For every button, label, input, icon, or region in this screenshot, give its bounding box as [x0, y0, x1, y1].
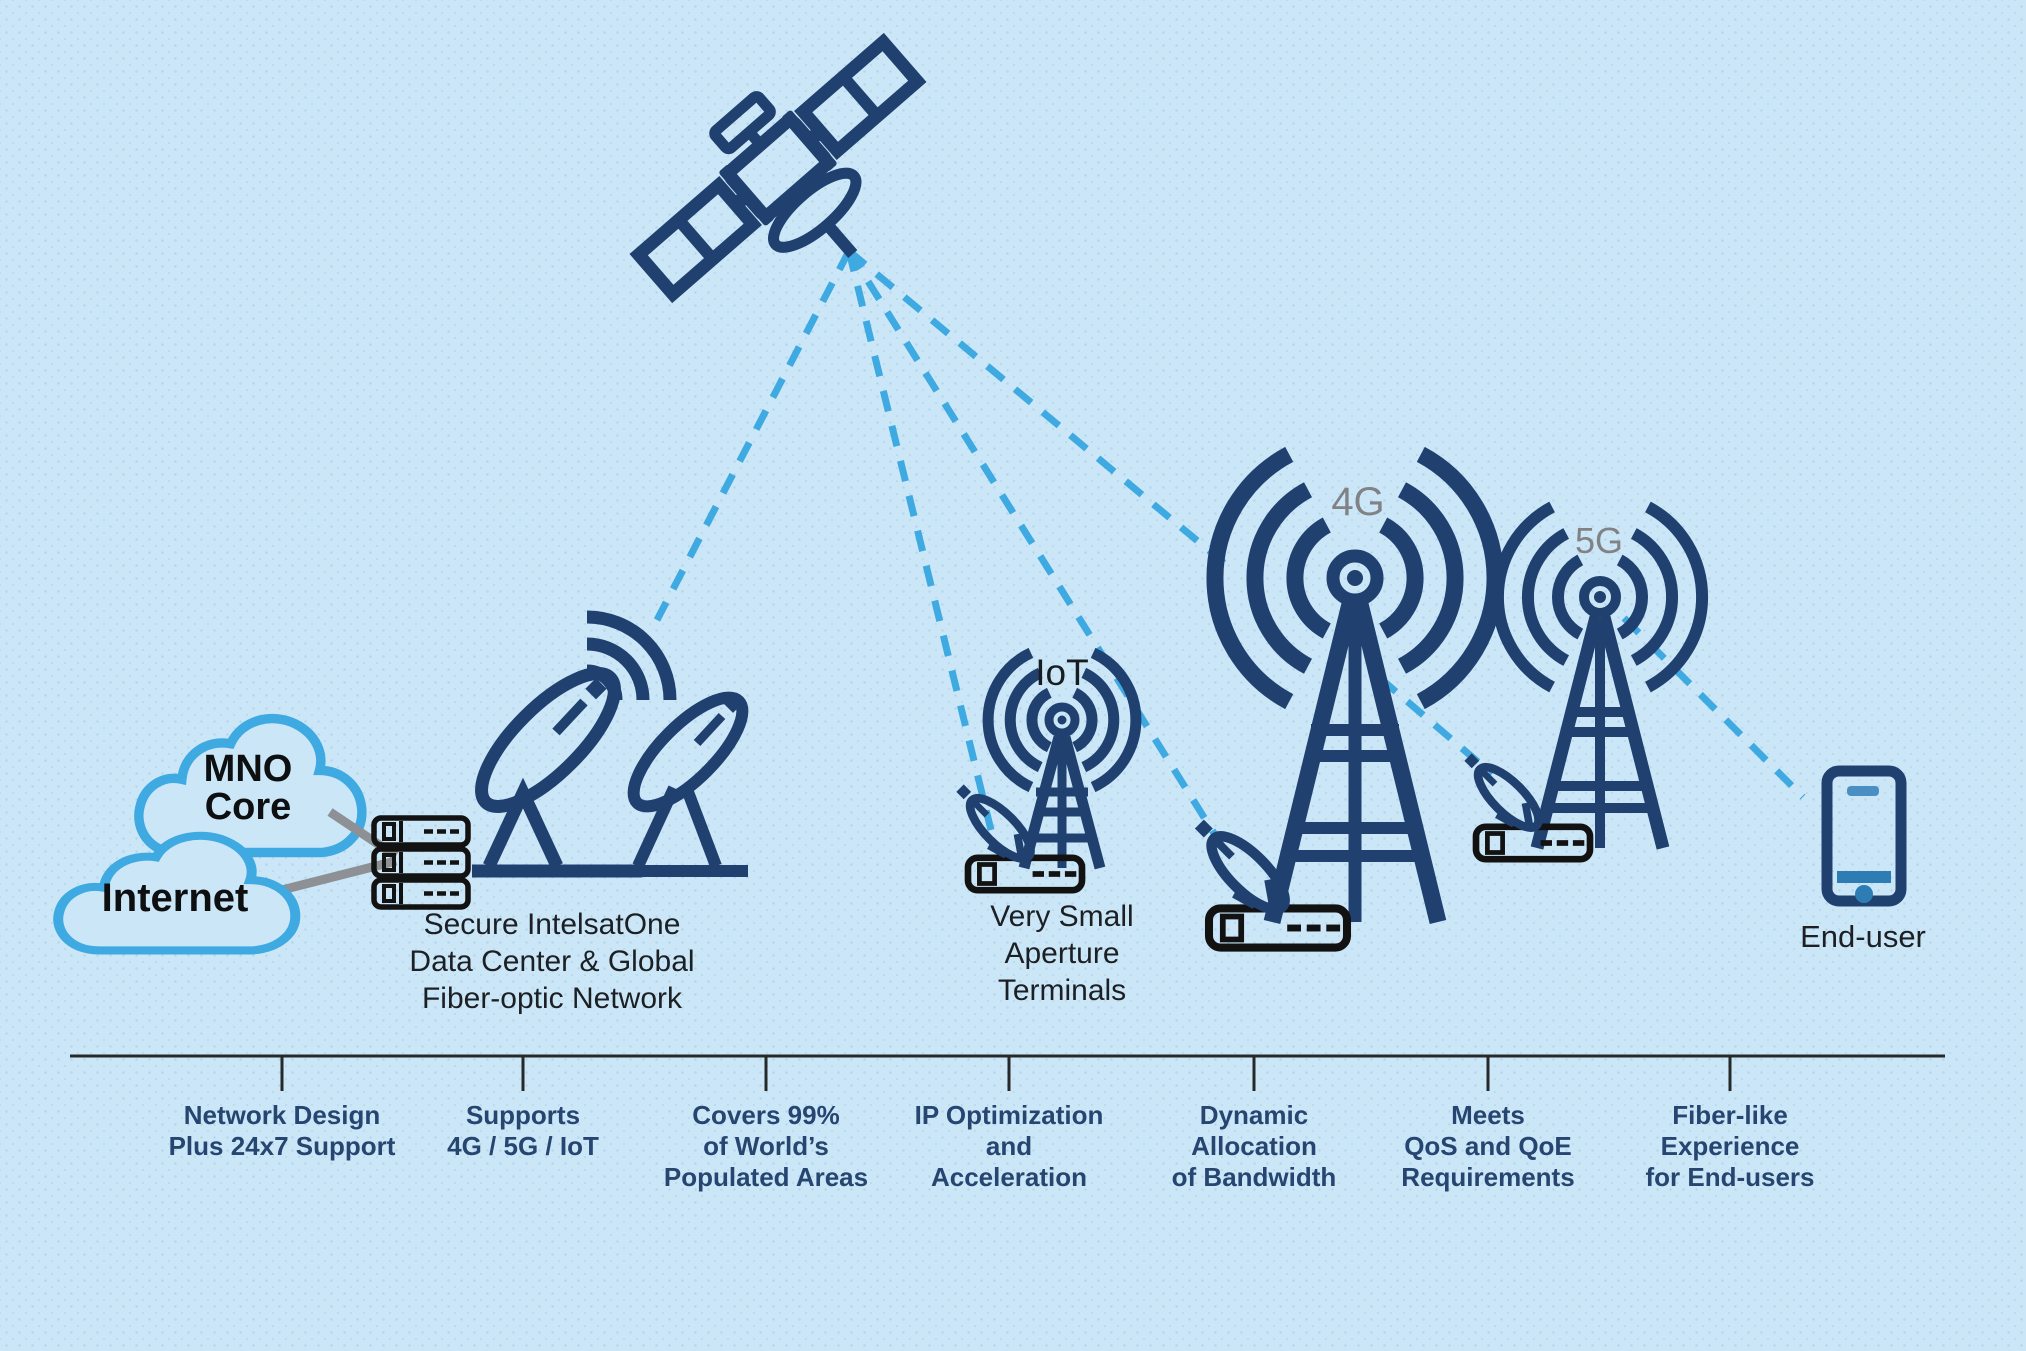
vsat-caption: Very Small Aperture Terminals: [990, 900, 1134, 1007]
mno-core-label: MNO Core: [203, 748, 293, 828]
vsat-terminal-4g-icon: [1194, 819, 1352, 952]
tower-5g-icon: [1491, 501, 1709, 850]
tower-4g-label: 4G: [1331, 480, 1385, 524]
internet-label: Internet: [101, 876, 249, 920]
timeline-label-supports: Supports 4G / 5G / IoT: [447, 1100, 599, 1161]
server-stack-icon: [371, 815, 471, 910]
timeline-label-network-design: Network Design Plus 24x7 Support: [168, 1100, 396, 1161]
ground-station-caption: Secure IntelsatOne Data Center & Global …: [409, 908, 695, 1015]
beam-to-iot-vsat: [845, 250, 995, 831]
tower-4g-icon: [1206, 446, 1504, 925]
timeline-label-qos-qoe: Meets QoS and QoE Requirements: [1401, 1100, 1575, 1192]
timeline-label-fiber-like: Fiber-like Experience for End-users: [1645, 1100, 1815, 1192]
satellite-icon: [629, 32, 927, 304]
iot-label: IoT: [1035, 652, 1089, 693]
satellite-dish-large-icon: [472, 667, 642, 878]
cloud-internet: [53, 831, 301, 955]
beam-to-ground-station: [653, 249, 853, 622]
ground-station-icon: [472, 610, 749, 878]
timeline-label-dynamic-allocation: Dynamic Allocation of Bandwidth: [1171, 1100, 1337, 1192]
tower-5g-label: 5G: [1574, 520, 1624, 561]
smartphone-icon: [1821, 765, 1907, 907]
timeline-label-ip-optimization: IP Optimization and Acceleration: [914, 1100, 1104, 1192]
cloud-mno-core: [134, 713, 367, 858]
end-user-caption: End-user: [1800, 919, 1926, 954]
timeline-label-covers: Covers 99% of World’s Populated Areas: [663, 1100, 869, 1192]
beam-to-4g-vsat: [846, 249, 1225, 848]
beam-to-4g-tower: [846, 248, 1227, 566]
timeline-axis: [70, 1054, 1945, 1091]
vsat-terminal-iot-icon: [956, 784, 1086, 894]
satellite-dish-small-icon: [580, 691, 749, 877]
